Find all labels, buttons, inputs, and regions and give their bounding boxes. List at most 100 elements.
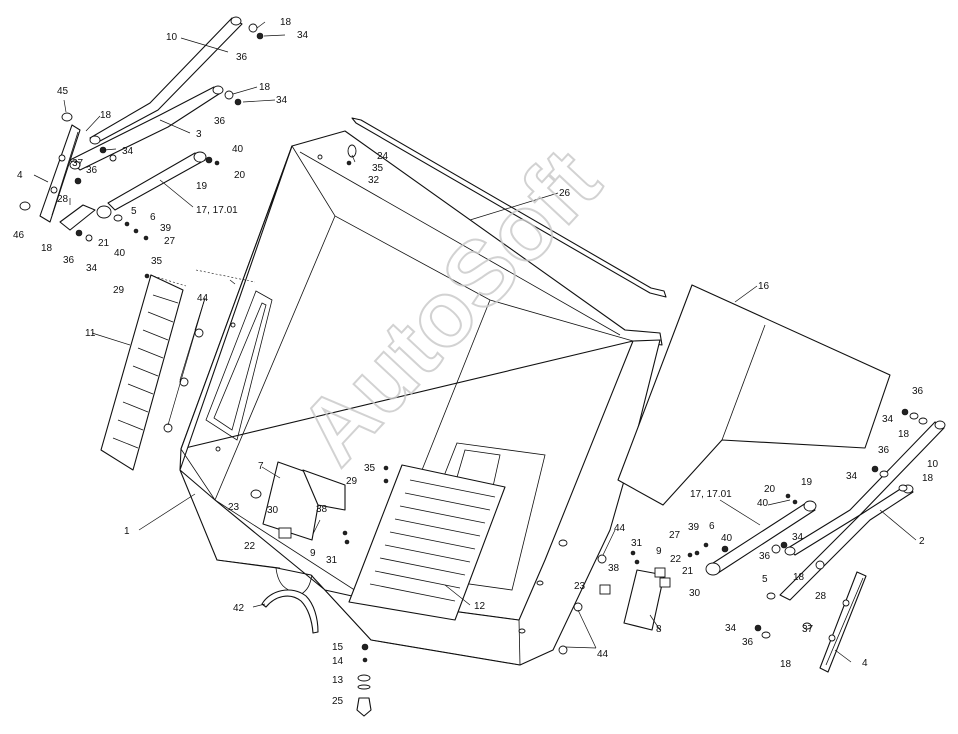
callout-34: 34 bbox=[297, 30, 309, 41]
callout-35: 35 bbox=[151, 256, 163, 267]
callout-10: 10 bbox=[927, 459, 939, 470]
callout-23: 23 bbox=[228, 502, 240, 513]
callout-30: 30 bbox=[689, 588, 701, 599]
callout-34: 34 bbox=[882, 414, 894, 425]
callout-36: 36 bbox=[214, 116, 226, 127]
callout-18: 18 bbox=[898, 429, 910, 440]
callout-5: 5 bbox=[762, 574, 768, 585]
callout-35: 35 bbox=[372, 163, 384, 174]
callout-labels: 10 18 34 36 18 34 36 45 18 3 40 34 37 36… bbox=[13, 17, 939, 707]
callout-34: 34 bbox=[122, 146, 134, 157]
callout-18: 18 bbox=[100, 110, 112, 121]
callout-11: 11 bbox=[85, 328, 96, 339]
callout-31: 31 bbox=[326, 555, 338, 566]
callout-39: 39 bbox=[688, 522, 700, 533]
hood-body bbox=[179, 130, 663, 666]
cover-plates bbox=[262, 461, 665, 631]
callout-32: 32 bbox=[368, 175, 380, 186]
callout-25: 25 bbox=[332, 696, 344, 707]
callout-40: 40 bbox=[114, 248, 126, 259]
callout-20: 20 bbox=[234, 170, 246, 181]
callout-7: 7 bbox=[258, 461, 264, 472]
callout-36: 36 bbox=[63, 255, 75, 266]
callout-6: 6 bbox=[709, 521, 715, 532]
callout-38: 38 bbox=[316, 504, 328, 515]
callout-8: 8 bbox=[656, 624, 662, 635]
callout-24: 24 bbox=[377, 151, 389, 162]
callout-17-17.01: 17, 17.01 bbox=[196, 205, 238, 216]
callout-34: 34 bbox=[725, 623, 737, 634]
callout-23: 23 bbox=[574, 581, 586, 592]
callout-40: 40 bbox=[232, 144, 244, 155]
callout-6: 6 bbox=[150, 212, 156, 223]
callout-36: 36 bbox=[236, 52, 248, 63]
callout-27: 27 bbox=[164, 236, 176, 247]
callout-44: 44 bbox=[597, 649, 609, 660]
callout-28: 28 bbox=[57, 194, 69, 205]
left-bracket bbox=[39, 124, 81, 223]
right-gas-strut bbox=[705, 500, 817, 576]
top-vent-grille bbox=[348, 464, 506, 621]
side-panel bbox=[617, 284, 891, 506]
callout-10: 10 bbox=[166, 32, 178, 43]
fender-arch bbox=[261, 589, 319, 634]
callout-40: 40 bbox=[757, 498, 769, 509]
callout-28: 28 bbox=[815, 591, 827, 602]
side-vent-grille bbox=[100, 274, 184, 471]
callout-17-17.01: 17, 17.01 bbox=[690, 489, 732, 500]
callout-1: 1 bbox=[124, 526, 130, 537]
callout-44: 44 bbox=[614, 523, 626, 534]
callout-22: 22 bbox=[670, 554, 682, 565]
callout-36: 36 bbox=[759, 551, 771, 562]
callout-42: 42 bbox=[233, 603, 245, 614]
callout-16: 16 bbox=[758, 281, 770, 292]
callout-18: 18 bbox=[793, 572, 805, 583]
callout-9: 9 bbox=[656, 546, 662, 557]
callout-19: 19 bbox=[801, 477, 813, 488]
callout-18: 18 bbox=[41, 243, 53, 254]
callout-15: 15 bbox=[332, 642, 344, 653]
callout-29: 29 bbox=[346, 476, 358, 487]
callout-13: 13 bbox=[332, 675, 344, 686]
callout-19: 19 bbox=[196, 181, 208, 192]
callout-34: 34 bbox=[276, 95, 288, 106]
left-gas-strut bbox=[96, 151, 207, 219]
callout-2: 2 bbox=[919, 536, 925, 547]
callout-5: 5 bbox=[131, 206, 137, 217]
callout-46: 46 bbox=[13, 230, 25, 241]
callout-36: 36 bbox=[912, 386, 924, 397]
callout-21: 21 bbox=[98, 238, 110, 249]
callout-36: 36 bbox=[742, 637, 754, 648]
callout-21: 21 bbox=[682, 566, 694, 577]
callout-26: 26 bbox=[559, 188, 571, 199]
callout-40: 40 bbox=[721, 533, 733, 544]
leader-lines bbox=[33, 21, 917, 663]
callout-18: 18 bbox=[259, 82, 271, 93]
seal-strip bbox=[351, 117, 667, 298]
callout-38: 38 bbox=[608, 563, 620, 574]
callout-45: 45 bbox=[57, 86, 69, 97]
callout-39: 39 bbox=[160, 223, 172, 234]
callout-12: 12 bbox=[474, 601, 486, 612]
callout-27: 27 bbox=[669, 530, 681, 541]
hardware-items bbox=[19, 23, 928, 717]
callout-20: 20 bbox=[764, 484, 776, 495]
callout-18: 18 bbox=[922, 473, 934, 484]
callout-9: 9 bbox=[310, 548, 316, 559]
callout-4: 4 bbox=[862, 658, 868, 669]
callout-18: 18 bbox=[280, 17, 292, 28]
callout-30: 30 bbox=[267, 505, 279, 516]
callout-36: 36 bbox=[878, 445, 890, 456]
callout-14: 14 bbox=[332, 656, 344, 667]
callout-31: 31 bbox=[631, 538, 643, 549]
callout-4: 4 bbox=[17, 170, 23, 181]
callout-18: 18 bbox=[780, 659, 792, 670]
left-hinge-arms bbox=[59, 16, 243, 231]
callout-29: 29 bbox=[113, 285, 125, 296]
callout-35: 35 bbox=[364, 463, 376, 474]
callout-34: 34 bbox=[86, 263, 98, 274]
callout-22: 22 bbox=[244, 541, 256, 552]
callout-36: 36 bbox=[86, 165, 98, 176]
